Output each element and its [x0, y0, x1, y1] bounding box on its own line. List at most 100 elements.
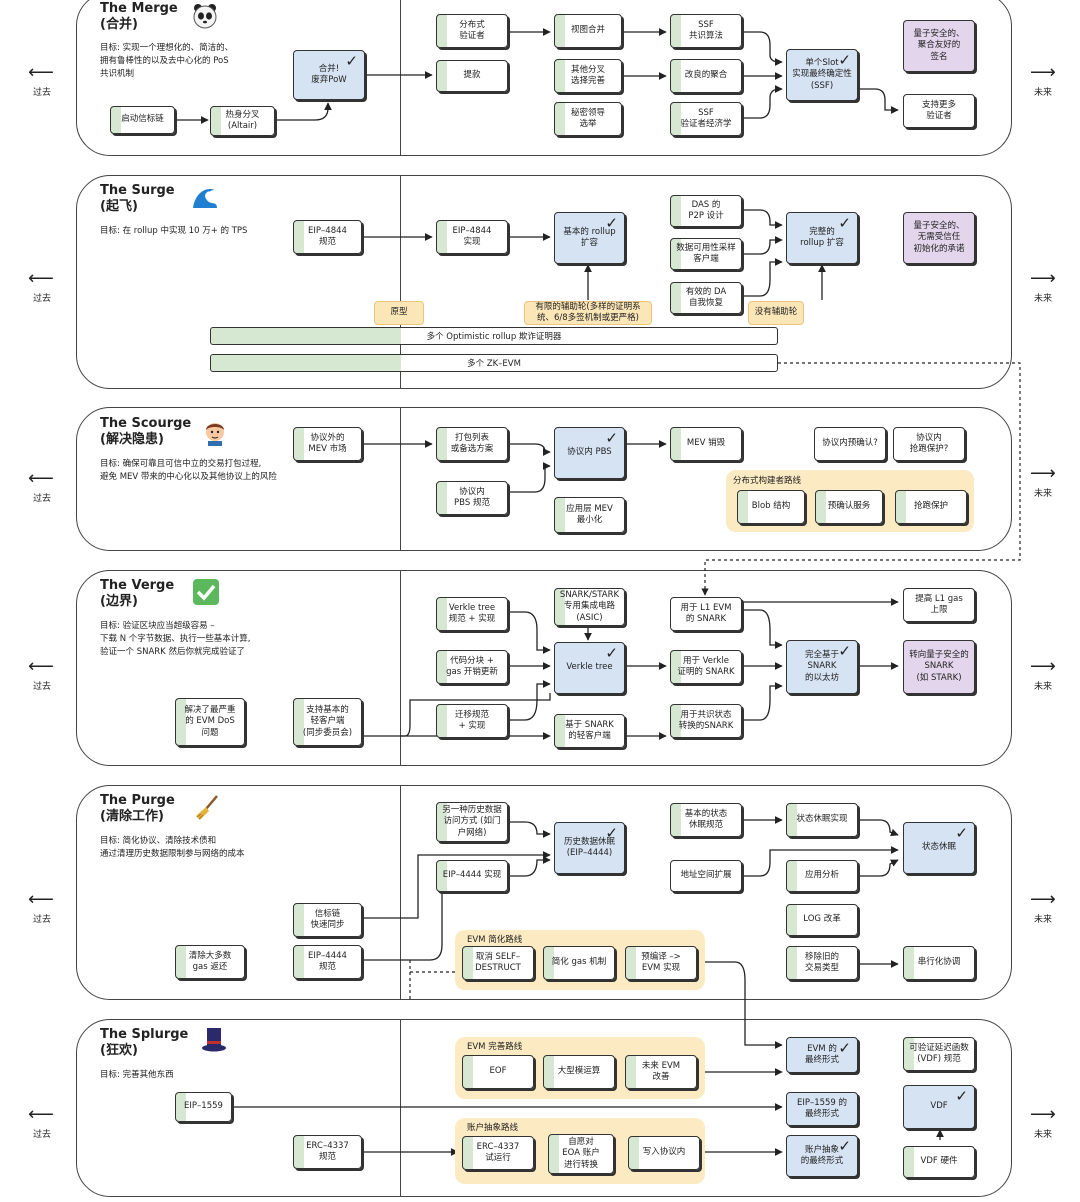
panel-goal: 目标: 实现一个理想化的、简洁的、 拥有鲁棒性的以及去中心化的 PoS 共识机制 [100, 43, 234, 79]
node-state-expiry: 状态休眠✓ [903, 822, 975, 874]
node-preconfirmation-question: 协议内预确认? [814, 427, 886, 461]
node-verkle-spec: Verkle tree 规范 + 实现 [436, 597, 508, 631]
node-migration: 迁移规范 + 实现 [436, 704, 508, 738]
divider [400, 407, 401, 551]
node-selfdestruct: 取消 SELF– DESTRUCT [462, 946, 534, 980]
tophat-icon [202, 1028, 226, 1052]
check-icon: ✓ [838, 1039, 851, 1057]
future-label: 未来 [1034, 1130, 1053, 1140]
node-app-mev: 应用层 MEV 最小化 [554, 497, 625, 533]
check-icon: ✓ [605, 644, 618, 662]
node-verkle-proof-snark: 用于 Verkle 证明的 SNARK [670, 650, 742, 684]
route-label: 账户抽象路线 [467, 1123, 519, 1133]
node-precompile: 预编译 –> EVM 实现 [625, 946, 697, 980]
future-label: 未来 [1034, 294, 1053, 304]
future-arrow: ⟶ [1030, 62, 1056, 83]
node-label: 协议内 PBS [567, 447, 612, 458]
node-log-reform: LOG 改革 [786, 904, 858, 936]
panel-title: The Splurge (狂欢) [100, 1027, 189, 1058]
future-arrow: ⟶ [1030, 1104, 1056, 1125]
node-eip4844-spec: EIP–4844 规范 [293, 220, 362, 254]
node-snark-light-client: 基于 SNARK 的轻客户端 [554, 714, 625, 748]
node-vdf-spec: 可验证延迟函数 (VDF) 规范 [903, 1037, 975, 1071]
node-evm-dos: 解决了最严重 的 EVM DoS 问题 [175, 698, 245, 746]
face-icon [206, 423, 224, 446]
future-arrow: ⟶ [1030, 656, 1056, 677]
future-label: 未来 [1034, 915, 1053, 925]
node-ssf-economics: SSF 验证者经济学 [670, 102, 742, 136]
node-snark-asic: SNARK/STARK 专用集成电路 (ASIC) [554, 588, 625, 626]
divider [400, 570, 401, 766]
panel-goal: 目标: 在 rollup 中实现 10 万+ 的 TPS [100, 226, 248, 236]
node-eip4444-spec: EIP–4444 规范 [293, 945, 362, 979]
node-code-chunking: 代码分块 + gas 开销更新 [436, 650, 508, 684]
past-arrow: ⟵ [28, 656, 54, 677]
node-eof: EOF [462, 1055, 534, 1089]
past-arrow: ⟵ [28, 268, 54, 289]
node-altair: 热身分叉 (Altair) [210, 106, 275, 136]
wave-icon [193, 188, 217, 208]
node-l1-evm-snark: 用于 L1 EVM 的 SNARK [670, 597, 742, 631]
panel-surge [76, 175, 1012, 389]
node-fork-choice: 其他分叉 选择完善 [554, 59, 622, 93]
panel-title: The Surge (起飞) [100, 183, 175, 214]
node-eoa-convert: 自愿对 EOA 账户 进行转换 [548, 1134, 614, 1174]
past-label: 过去 [33, 915, 52, 925]
panel-goal: 目标: 简化协议、清除技术债和 通过清理历史数据限制参与网络的成本 [100, 836, 245, 859]
node-label: 单个Slot 实现最终确定性 (SSF) [792, 57, 852, 91]
node-frontrun-question: 协议内 抢跑保护? [893, 427, 965, 461]
node-consensus-snark: 用于共识状态 转换的SNARK [670, 704, 742, 738]
check-icon: ✓ [955, 824, 968, 842]
future-label: 未来 [1034, 489, 1053, 499]
node-beacon-sync: 信标链 快速同步 [293, 903, 362, 937]
node-label: EVM 的 最终形式 [804, 1043, 839, 1066]
node-label: 基本的 rollup 扩容 [563, 226, 616, 249]
node-better-aggregation: 改良的聚合 [670, 59, 742, 93]
node-future-evm: 未来 EVM 改善 [625, 1055, 697, 1089]
node-label: 账户抽象 的最终形式 [800, 1144, 844, 1167]
node-quantum-signature: 量子安全的、 聚合友好的 签名 [903, 20, 975, 72]
route-label: 分布式构建者路线 [733, 476, 802, 486]
node-full-rollup: 完整的 rollup 扩容✓ [786, 212, 858, 264]
divider [400, 0, 401, 156]
node-label: 完全基于 SNARK 的以太坊 [804, 649, 839, 683]
past-label: 过去 [33, 1130, 52, 1140]
panel-title: The Scourge (解决隐患) [100, 416, 192, 447]
node-vdf-hardware: VDF 硬件 [903, 1146, 975, 1178]
node-full-snark-ethereum: 完全基于 SNARK 的以太坊✓ [786, 640, 858, 694]
node-erc4337-spec: ERC–4337 规范 [293, 1135, 362, 1169]
node-vdf: VDF ✓ [903, 1085, 975, 1129]
label-limited-training-wheels: 有限的辅助轮(多样的证明系 统、6/8多签机制或更严格) [524, 301, 652, 325]
node-erc4337-trial: ERC–4337 试运行 [462, 1136, 534, 1170]
node-eip4844-impl: EIP–4844 实现 [436, 220, 508, 254]
node-label: 合并! 废弃PoW [311, 63, 347, 86]
node-mev-market: 协议外的 MEV 市场 [293, 427, 362, 461]
node-basic-rollup: 基本的 rollup 扩容✓ [554, 212, 625, 264]
node-inclusion-list: 打包列表 或备选方案 [436, 427, 508, 461]
node-secret-leader: 秘密领导 选举 [554, 102, 622, 136]
bar-zkevm: 多个 ZK–EVM [210, 354, 778, 372]
future-label: 未来 [1034, 88, 1053, 98]
node-mev-burn: MEV 销毁 [670, 427, 742, 461]
node-blob-structure: Blob 结构 [737, 490, 805, 524]
past-label: 过去 [33, 682, 52, 692]
node-das-p2p: DAS 的 P2P 设计 [670, 195, 742, 227]
node-aa-final: 账户抽象 的最终形式✓ [786, 1135, 858, 1177]
check-icon: ✓ [605, 429, 618, 447]
past-label: 过去 [33, 294, 52, 304]
node-beacon-chain: 启动信标链 [110, 106, 175, 134]
node-more-validators: 支持更多 验证者 [903, 94, 975, 128]
node-state-expiry-impl: 状态休眠实现 [786, 803, 858, 837]
node-label: VDF [930, 1101, 948, 1112]
node-eip4444-impl: EIP–4444 实现 [436, 860, 508, 892]
future-arrow: ⟶ [1030, 889, 1056, 910]
future-label: 未来 [1034, 682, 1053, 692]
future-arrow: ⟶ [1030, 268, 1056, 289]
check-icon: ✓ [955, 1087, 968, 1105]
node-write-protocol: 写入协议内 [628, 1136, 700, 1170]
bar-optimistic-rollup: 多个 Optimistic rollup 欺诈证明器 [210, 327, 778, 345]
panel-title: The Verge (边界) [100, 578, 175, 609]
node-merge: 合并! 废弃PoW✓ [293, 50, 365, 100]
node-ssf: 单个Slot 实现最终确定性 (SSF)✓ [786, 49, 858, 101]
divider [400, 175, 401, 389]
